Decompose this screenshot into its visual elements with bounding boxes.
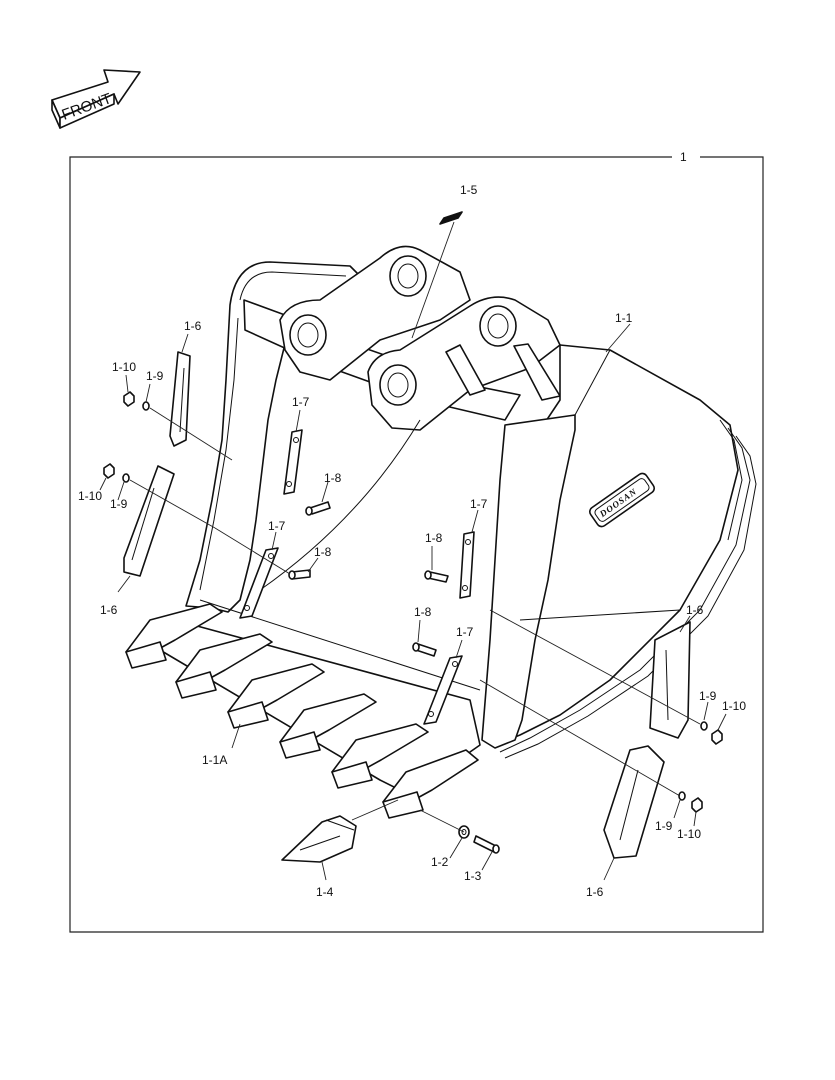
adapter-4: [279, 693, 377, 759]
tooth-adapters: [125, 603, 479, 819]
nut-2: [103, 463, 115, 479]
side-cutter-3: [649, 621, 691, 739]
callout-nut-1: 1-10: [112, 360, 136, 374]
side-cutter-4: [603, 745, 665, 859]
adapter-5: [331, 723, 429, 789]
callout-shim: 1-5: [460, 183, 478, 197]
plate-1: [283, 429, 303, 495]
callout-nut-3: 1-10: [722, 699, 746, 713]
adapter-3: [227, 663, 325, 729]
bucket-tooth: [281, 815, 357, 863]
pin: [473, 835, 500, 854]
callout-bolt-2: 1-8: [314, 545, 332, 559]
adapter-6: [382, 749, 479, 819]
plate-2: [239, 547, 279, 619]
assembly-callout: 1: [680, 150, 687, 164]
assembly-frame: 1: [69, 150, 764, 933]
callout-lock-washer-3: 1-9: [699, 689, 717, 703]
lock-washer-3: [700, 721, 708, 731]
callout-tooth: 1-4: [316, 885, 334, 899]
bolt-2: [288, 569, 311, 580]
adapter-1: [125, 603, 223, 669]
callout-side-cutter-1: 1-6: [184, 319, 202, 333]
lock-washer-2: [122, 473, 130, 483]
callout-plate-2: 1-7: [268, 519, 286, 533]
callout-plate-1: 1-7: [292, 395, 310, 409]
callout-bolt-4: 1-8: [414, 605, 432, 619]
alignment-lines: [129, 221, 701, 833]
callout-labels: 1-5 1-1 1-6 1-10 1-9 1-7 1-8 1-10 1-9 1-…: [78, 183, 746, 899]
callout-bolt-3: 1-8: [425, 531, 443, 545]
front-direction-arrow: FRONT: [51, 69, 141, 129]
callout-nut-4: 1-10: [677, 827, 701, 841]
lock-washer-4: [678, 791, 686, 801]
callout-side-cutter-2: 1-6: [100, 603, 118, 617]
callout-side-cutter-3: 1-6: [686, 603, 704, 617]
bucket-body: DOOSAN: [159, 245, 757, 796]
bolt-1: [305, 501, 331, 516]
bolt-3: [424, 570, 449, 583]
nut-3: [711, 729, 723, 745]
callout-plate-3: 1-7: [470, 497, 488, 511]
lock-washer-1: [142, 401, 150, 411]
nut-4: [691, 797, 703, 813]
callout-plate-4: 1-7: [456, 625, 474, 639]
callout-pin: 1-3: [464, 869, 482, 883]
plate-3: [459, 531, 475, 599]
callout-bolt-1: 1-8: [324, 471, 342, 485]
callout-lock-washer-2: 1-9: [110, 497, 128, 511]
callout-bucket-body: 1-1: [615, 311, 633, 325]
shim: [439, 211, 463, 225]
nut-1: [123, 391, 135, 407]
callout-nut-2: 1-10: [78, 489, 102, 503]
callout-lock-washer-1: 1-9: [146, 369, 164, 383]
adapter-2: [175, 633, 273, 699]
callout-bucket-tip: 1-1A: [202, 753, 227, 767]
bolt-4: [412, 642, 437, 657]
plate-4: [423, 655, 463, 725]
callout-washer: 1-2: [431, 855, 449, 869]
side-cutter-2: [123, 465, 175, 577]
callout-lock-washer-4: 1-9: [655, 819, 673, 833]
callout-side-cutter-4: 1-6: [586, 885, 604, 899]
